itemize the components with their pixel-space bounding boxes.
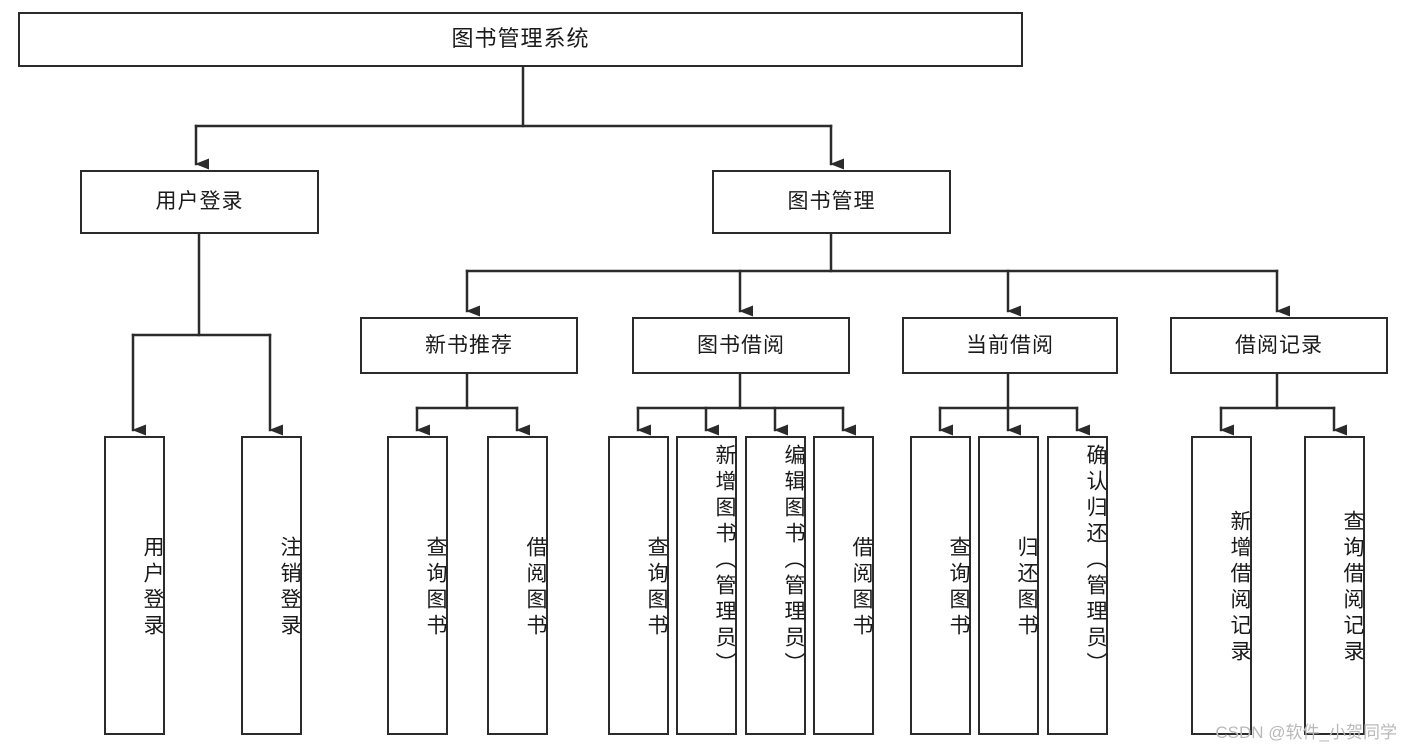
leaf-user-login[interactable]: 用户登录 <box>104 436 165 735</box>
node-book-borrow[interactable]: 图书借阅 <box>632 317 850 374</box>
node-root-system[interactable]: 图书管理系统 <box>18 12 1023 67</box>
leaf-bb-edit-book[interactable]: 编辑图书（管理员） <box>745 436 806 735</box>
leaf-bb-query-book[interactable]: 查询图书 <box>608 436 669 735</box>
node-new-book-recommend-label: 新书推荐 <box>425 333 513 357</box>
leaf-cb-query-book[interactable]: 查询图书 <box>910 436 971 735</box>
csdn-watermark: CSDN @软件_小贺同学 <box>1215 723 1397 742</box>
leaf-bb-borrow-book-label: 借阅图书 <box>850 535 873 640</box>
leaf-bb-query-book-label: 查询图书 <box>645 535 668 640</box>
node-root-label: 图书管理系统 <box>451 26 590 52</box>
leaf-nb-borrow-book[interactable]: 借阅图书 <box>487 436 548 735</box>
leaf-user-login-label: 用户登录 <box>141 535 164 640</box>
leaf-cb-query-book-label: 查询图书 <box>947 535 970 640</box>
node-borrow-record-label: 借阅记录 <box>1235 333 1323 357</box>
leaf-nb-query-book[interactable]: 查询图书 <box>387 436 448 735</box>
node-current-borrow-label: 当前借阅 <box>966 333 1054 357</box>
leaf-cb-confirm-return[interactable]: 确认归还（管理员） <box>1047 436 1108 735</box>
node-book-management-label: 图书管理 <box>787 190 876 214</box>
leaf-br-query-record[interactable]: 查询借阅记录 <box>1304 436 1365 735</box>
leaf-nb-query-book-label: 查询图书 <box>424 535 447 640</box>
node-current-borrow[interactable]: 当前借阅 <box>902 317 1118 374</box>
leaf-bb-add-book-label: 新增图书（管理员） <box>713 444 736 678</box>
node-new-book-recommend[interactable]: 新书推荐 <box>360 317 578 374</box>
leaf-bb-borrow-book[interactable]: 借阅图书 <box>813 436 874 735</box>
node-book-borrow-label: 图书借阅 <box>697 333 785 357</box>
leaf-bb-add-book[interactable]: 新增图书（管理员） <box>676 436 737 735</box>
node-user-login[interactable]: 用户登录 <box>80 170 319 234</box>
node-borrow-record[interactable]: 借阅记录 <box>1170 317 1388 374</box>
leaf-cb-return-book[interactable]: 归还图书 <box>978 436 1039 735</box>
leaf-cb-confirm-return-label: 确认归还（管理员） <box>1084 444 1107 678</box>
leaf-bb-edit-book-label: 编辑图书（管理员） <box>782 444 805 678</box>
node-user-login-label: 用户登录 <box>155 190 244 214</box>
leaf-br-query-record-label: 查询借阅记录 <box>1341 509 1364 666</box>
leaf-cb-return-book-label: 归还图书 <box>1015 535 1038 640</box>
leaf-br-add-record-label: 新增借阅记录 <box>1228 509 1251 666</box>
node-book-management[interactable]: 图书管理 <box>712 170 951 234</box>
leaf-logout[interactable]: 注销登录 <box>241 436 302 735</box>
leaf-br-add-record[interactable]: 新增借阅记录 <box>1191 436 1252 735</box>
leaf-nb-borrow-book-label: 借阅图书 <box>524 535 547 640</box>
leaf-logout-label: 注销登录 <box>278 535 301 640</box>
